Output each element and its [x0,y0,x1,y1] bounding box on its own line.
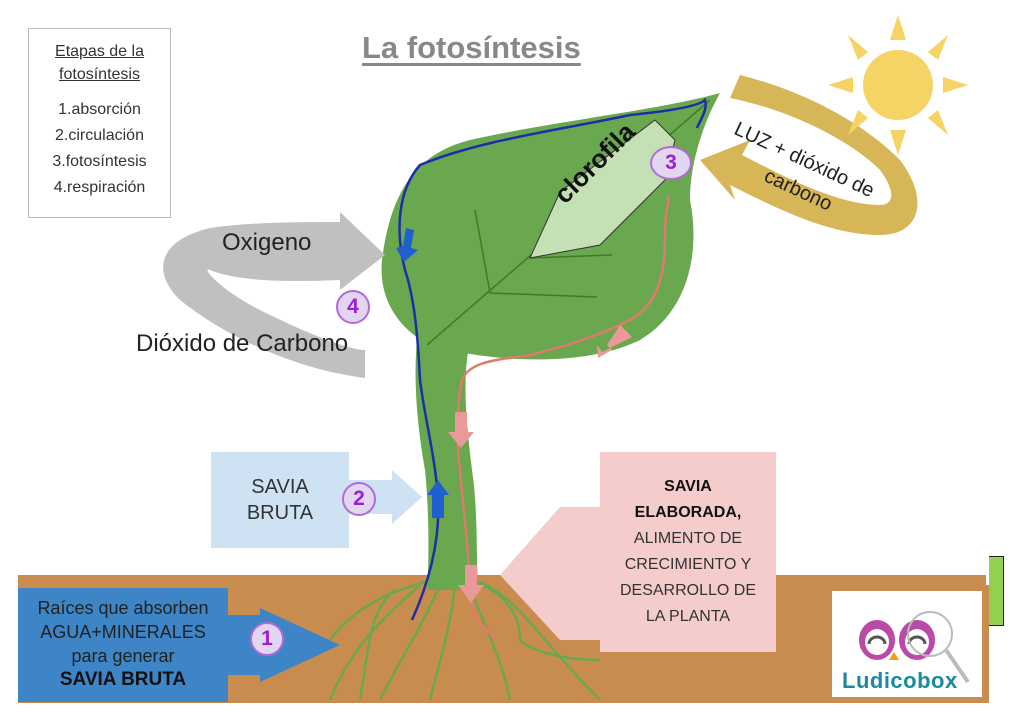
ludicobox-logo-icon [825,585,989,703]
phloem-arrow-stem [448,412,474,448]
badge-2: 2 [342,482,376,516]
stages-title-line2: fotosíntesis [59,66,140,83]
roots-arrow [18,588,340,702]
stage-item: 1.absorción [58,101,141,118]
savia-elaborada-line3: ALIMENTO DE [633,530,743,547]
savia-elaborada-line5: DESARROLLO DE [619,582,757,599]
savia-elaborada-line4: CRECIMIENTO Y [624,556,752,573]
oxygen-co2-arrow [163,212,385,378]
stem [415,330,478,590]
xylem-arrow-stem [427,480,449,518]
savia-bruta-line1: SAVIA [251,476,309,498]
stages-list: 1.absorción 2.circulación 3.fotosíntesis… [29,97,170,201]
badge-3: 3 [650,146,692,180]
logo-text: Ludicobox [842,668,958,693]
badge-1: 1 [250,622,284,656]
light-co2-arrow [700,75,918,235]
chlorophyll-label-shape [529,119,676,259]
oxygen-label: Oxigeno [222,229,312,256]
savia-elaborada-line6: LA PLANTA [645,608,731,625]
phloem-arrow-root [458,565,484,603]
page-title: La fotosíntesis [362,30,581,65]
savia-elaborada-arrow [500,452,776,652]
savia-elaborada-bold1: SAVIA [664,478,712,495]
roots-line1: Raíces que absorben [37,598,209,618]
savia-elaborada-box: SAVIA ELABORADA, ALIMENTO DE CRECIMIENTO… [600,452,776,652]
xylem-arrow-leaf [396,228,418,262]
stage-item: 4.respiración [53,179,146,196]
phloem-arrow-leaf [597,325,632,358]
stage-item: 3.fotosíntesis [52,153,147,170]
savia-bruta-box: SAVIA BRUTA [211,452,349,548]
sun-icon [828,15,968,155]
roots-box: Raíces que absorben AGUA+MINERALES para … [18,586,228,702]
roots-line3: para generar [71,646,175,666]
roots-bold: SAVIA BRUTA [59,669,187,690]
stages-box: Etapas de la fotosíntesis 1.absorción 2.… [28,28,171,218]
stage-item: 2.circulación [55,127,144,144]
savia-elaborada-bold2: ELABORADA, [634,504,742,521]
badge-4: 4 [336,290,370,324]
stages-title-line1: Etapas de la [55,43,144,60]
roots-line2: AGUA+MINERALES [40,622,206,642]
savia-bruta-line2: BRUTA [246,502,314,524]
co2-label: Dióxido de Carbono [136,330,349,357]
green-side-tab[interactable] [989,556,1004,626]
roots [328,578,601,701]
phloem-line [456,194,670,639]
